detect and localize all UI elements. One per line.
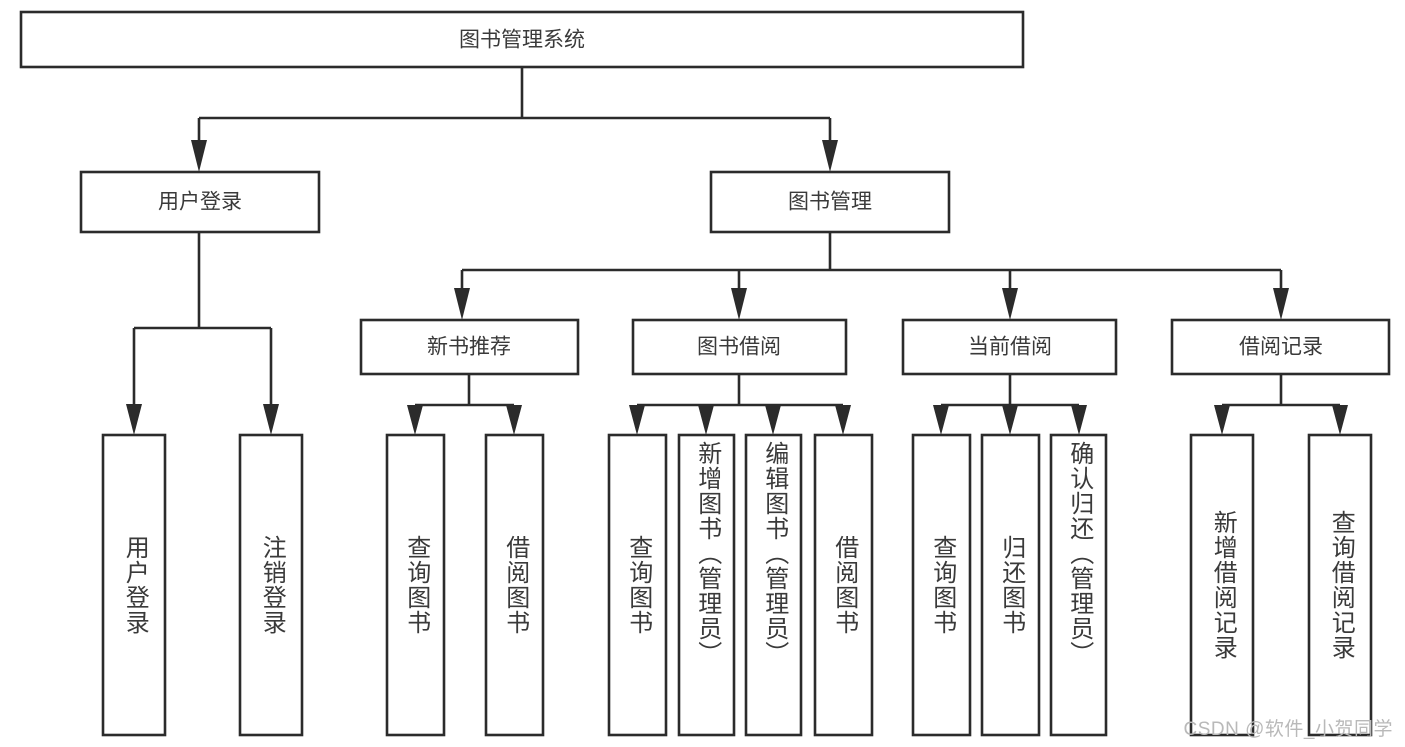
node-current-borrow-box[interactable] bbox=[901, 318, 1118, 376]
node-book-borrow-label: 图书借阅 bbox=[697, 336, 781, 359]
arrowhead-borrow-leaf-4 bbox=[835, 405, 851, 435]
node-book-manage-label: 图书管理 bbox=[788, 191, 872, 214]
node-user-login-label: 用户登录 bbox=[158, 191, 242, 214]
leaf-box-record-query[interactable] bbox=[1307, 433, 1373, 737]
node-borrow-record-label: 借阅记录 bbox=[1239, 336, 1323, 359]
node-user-login-box[interactable] bbox=[79, 170, 321, 234]
csdn-watermark: CSDN @软件_小贺同学 bbox=[1183, 719, 1393, 740]
node-borrow-record[interactable]: 借阅记录 bbox=[1170, 318, 1391, 376]
node-root-label: 图书管理系统 bbox=[459, 29, 585, 52]
connector-layer bbox=[126, 67, 1348, 435]
node-book-manage[interactable]: 图书管理 bbox=[709, 170, 951, 234]
leaf-box-record-add[interactable] bbox=[1189, 433, 1255, 737]
arrowhead-current-leaf-1 bbox=[933, 405, 949, 435]
leaf-box-current-confirm-return[interactable] bbox=[1049, 433, 1108, 737]
arrowhead-recommend-leaf-1 bbox=[407, 405, 423, 435]
node-root[interactable]: 图书管理系统 bbox=[19, 10, 1025, 69]
leaf-box-borrow-edit-book[interactable] bbox=[744, 433, 803, 737]
arrowhead-current-leaf-2 bbox=[1002, 405, 1018, 435]
node-user-login[interactable]: 用户登录 bbox=[79, 170, 321, 234]
arrowhead-book-borrow bbox=[731, 288, 747, 320]
leaf-box-borrow-query-book[interactable] bbox=[607, 433, 668, 737]
leaf-box-current-query-book[interactable] bbox=[911, 433, 972, 737]
node-new-book-recommend[interactable]: 新书推荐 bbox=[359, 318, 580, 376]
leaf-box-borrow-add-book[interactable] bbox=[677, 433, 736, 737]
leaf-box-recommend-borrow-book[interactable] bbox=[484, 433, 545, 737]
node-new-book-recommend-label: 新书推荐 bbox=[427, 336, 511, 359]
node-borrow-record-box[interactable] bbox=[1170, 318, 1391, 376]
leaf-box-recommend-query-book[interactable] bbox=[385, 433, 446, 737]
arrowhead-borrow-leaf-2 bbox=[698, 405, 714, 435]
arrowhead-record-leaf-2 bbox=[1332, 405, 1348, 435]
node-book-borrow[interactable]: 图书借阅 bbox=[631, 318, 848, 376]
node-book-borrow-box[interactable] bbox=[631, 318, 848, 376]
leaf-box-borrow-borrow-book[interactable] bbox=[813, 433, 874, 737]
arrowhead-recommend-leaf-2 bbox=[506, 405, 522, 435]
arrowhead-borrow-leaf-1 bbox=[629, 405, 645, 435]
arrowhead-current-borrow bbox=[1002, 288, 1018, 320]
node-root-box[interactable] bbox=[19, 10, 1025, 69]
arrowhead-borrow-record bbox=[1273, 288, 1289, 320]
arrowhead-leaf-logout bbox=[263, 404, 279, 435]
arrowhead-record-leaf-1 bbox=[1214, 405, 1230, 435]
arrowhead-new-book-recommend bbox=[454, 288, 470, 320]
arrowhead-borrow-leaf-3 bbox=[765, 405, 781, 435]
node-book-manage-box[interactable] bbox=[709, 170, 951, 234]
leaf-box-current-return-book[interactable] bbox=[980, 433, 1041, 737]
node-new-book-recommend-box[interactable] bbox=[359, 318, 580, 376]
arrowhead-book-manage bbox=[822, 140, 838, 172]
arrowhead-leaf-user-login bbox=[126, 404, 142, 435]
leaf-box-user-login[interactable] bbox=[101, 433, 167, 737]
node-current-borrow-label: 当前借阅 bbox=[968, 336, 1052, 359]
leaf-box-logout[interactable] bbox=[238, 433, 304, 737]
arrowhead-current-leaf-3 bbox=[1071, 405, 1087, 435]
arrowhead-user-login bbox=[191, 140, 207, 172]
node-current-borrow[interactable]: 当前借阅 bbox=[901, 318, 1118, 376]
